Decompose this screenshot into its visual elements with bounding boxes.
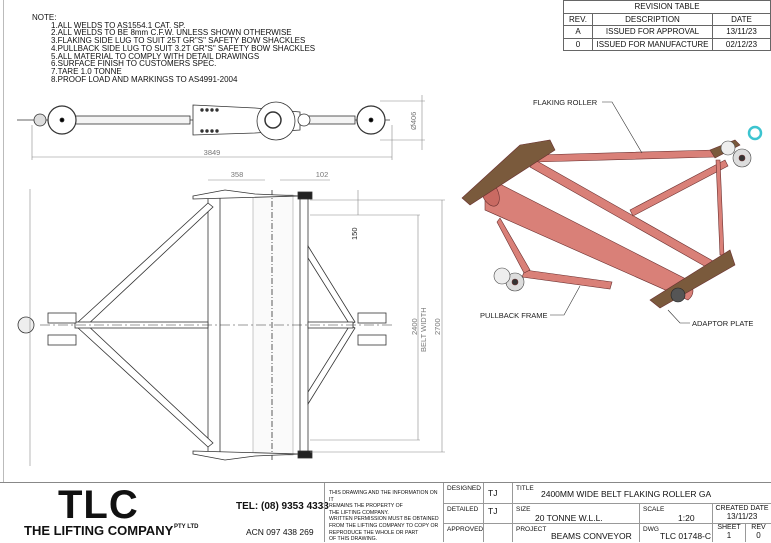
note-item: 1.ALL WELDS TO AS1554.1 CAT. SP. [51,20,186,30]
disclaimer-line: REPRODUCE THE WHOLE OR PART [329,529,419,536]
scale-cell: SCALE 1:20 [639,503,712,523]
title-block: TLC THE LIFTING COMPANY PTY LTD TEL: (08… [0,482,771,542]
side-view [17,101,390,141]
drawing: 3849 Ø406 358 102 150 2400 BELT WIDTH 27… [17,95,763,466]
rev-value: 0 [756,531,761,540]
approved-label: APPROVED [447,526,484,533]
disclaimer-line: THIS DRAWING AND THE INFORMATION ON IT [329,490,438,503]
created-value: 13/11/23 [726,512,758,521]
size-label: SIZE [516,506,531,513]
dim-belt-width: 2400 [410,318,419,335]
company-suffix: PTY LTD [174,524,199,530]
sheet-border [3,0,4,482]
sheet-value: 1 [726,531,732,540]
notes: NOTE: 1.ALL WELDS TO AS1554.1 CAT. SP. 2… [32,14,315,83]
callout-adaptor-plate: ADAPTOR PLATE [692,319,753,328]
approved-value-cell [483,523,512,542]
designed-cell: DESIGNED [443,483,483,503]
note-item: 2.ALL WELDS TO BE 8mm C.F.W. UNLESS SHOW… [51,28,292,38]
project-value: BEAMS CONVEYOR [551,531,632,541]
dim-overall-length: 3849 [204,148,221,157]
dim-150: 150 [350,227,359,240]
dimension-lines [31,95,425,160]
isometric-view [461,125,763,309]
dwg-number: TLC 01748-C [660,531,712,541]
sheet-label: SHEET [717,524,741,531]
title-cell: TITLE 2400MM WIDE BELT FLAKING ROLLER GA [512,483,771,503]
rev-label: REV [751,524,766,531]
designed-value: TJ [488,488,498,498]
dwg-label: DWG [643,526,659,533]
acn: ACN 097 438 269 [246,527,314,537]
dim-diameter: Ø406 [409,112,418,130]
company-name: THE LIFTING COMPANY [24,523,174,538]
drawing-title: 2400MM WIDE BELT FLAKING ROLLER GA [541,489,712,499]
note-item: 8.PROOF LOAD AND MARKINGS TO AS4991-2004 [51,74,238,84]
disclaimer-line: FROM THE LIFTING COMPANY TO COPY OR [329,522,439,529]
approved-cell: APPROVED [443,523,483,542]
detailed-value: TJ [488,506,498,516]
designed-label: DESIGNED [447,485,481,492]
note-item: 4.PULLBACK SIDE LUG TO SUIT 3.2T GR"S" S… [51,43,316,53]
designed-value-cell: TJ [483,483,512,503]
detailed-value-cell: TJ [483,503,512,523]
dim-102: 102 [316,170,329,179]
dim-358: 358 [231,170,244,179]
note-item: 7.TARE 1.0 TONNE [51,66,122,76]
disclaimer-line: OF THIS DRAWING. [329,536,378,543]
title-label: TITLE [516,485,534,492]
callout-leaders [550,101,690,324]
callout-pullback-frame: PULLBACK FRAME [480,311,548,320]
disclaimer-line: REMAINS THE PROPERTY OF [329,503,403,510]
project-cell: PROJECT BEAMS CONVEYOR [512,523,639,542]
scale-label: SCALE [643,506,665,513]
company-logo: TLC [58,483,139,527]
detailed-label: DETAILED [447,506,479,513]
notes-heading: NOTE: [32,13,57,22]
scale-value: 1:20 [678,513,695,523]
dim-overall-width: 2700 [433,318,442,335]
dim-belt-width-label: BELT WIDTH [419,307,428,352]
disclaimer: THIS DRAWING AND THE INFORMATION ON IT R… [324,483,443,542]
plan-view [17,189,395,461]
disclaimer-line: WRITTEN PERMISSION MUST BE OBTAINED [329,516,439,523]
disclaimer-line: THE LIFTING COMPANY. [329,509,389,516]
note-item: 5.ALL MATERIAL TO COMPLY WITH DETAIL DRA… [51,51,260,61]
size-value: 20 TONNE W.L.L. [535,513,603,523]
cell-date: 02/12/23 [712,37,771,51]
detailed-cell: DETAILED [443,503,483,523]
note-item: 3.FLAKING SIDE LUG TO SUIT 25T GR"S" SAF… [51,36,306,46]
project-label: PROJECT [516,526,547,533]
size-cell: SIZE 20 TONNE W.L.L. [512,503,639,523]
note-item: 6.SURFACE FINISH TO CUSTOMERS SPEC. [51,59,217,69]
callout-flaking-roller: FLAKING ROLLER [533,98,598,107]
created-label: CREATED DATE [715,505,769,512]
telephone: TEL: (08) 9353 4333 [236,501,329,512]
plan-dimension-lines [29,179,445,466]
